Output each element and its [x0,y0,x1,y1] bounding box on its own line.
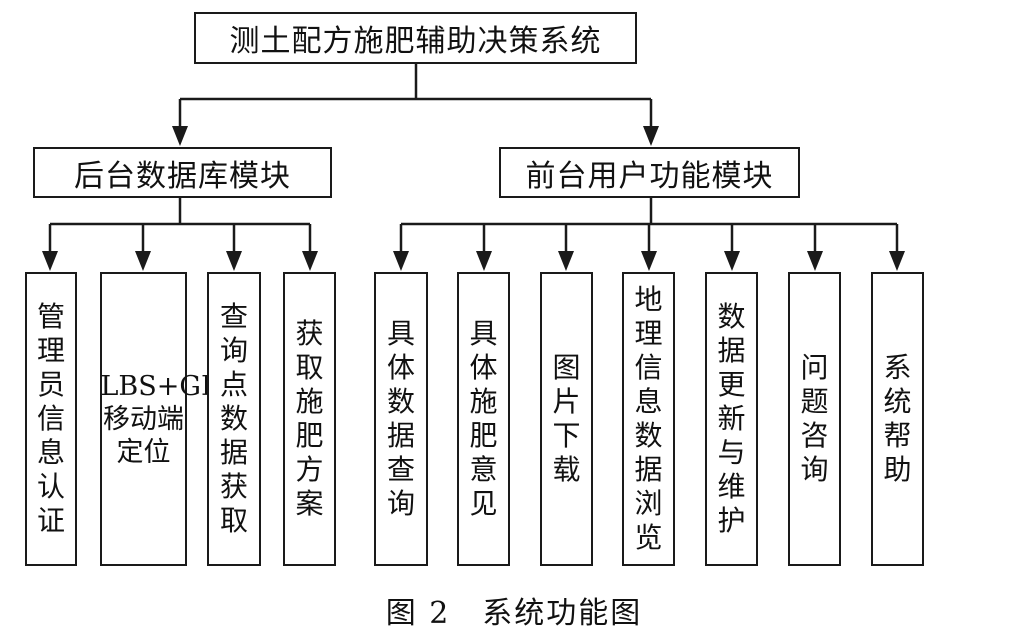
frontend-item-geo-data-browse: 地理信息数据浏览 [622,272,675,566]
backend-item-fertilizer-plan: 获取施肥方案 [283,272,336,566]
figure-caption: 图 2 系统功能图 [385,596,643,631]
frontend-child-5-arrowhead [807,251,823,271]
frontend-item-image-download: 图片下载 [540,272,593,566]
backend-child-1-arrowhead [135,251,151,271]
frontend-module-node: 前台用户功能模块 [499,147,800,198]
backend-item-admin-auth: 管理员信息认证 [25,272,77,566]
frontend-child-0-arrowhead [393,251,409,271]
root-node: 测土配方施肥辅助决策系统 [194,12,637,64]
frontend-item-system-help: 系统帮助 [871,272,924,566]
frontend-child-6-arrowhead [889,251,905,271]
frontend-item-question-consult: 问题咨询 [788,272,841,566]
backend-module-node: 后台数据库模块 [33,147,332,198]
to-backend-arrowhead [172,126,188,146]
frontend-item-fertilizer-advice: 具体施肥意见 [457,272,510,566]
frontend-item-data-query: 具体数据查询 [374,272,428,566]
backend-child-2-arrowhead [226,251,242,271]
backend-item-lbs-gps-location: LBS+GPS移动端定位 [100,272,238,566]
backend-child-3-arrowhead [302,251,318,271]
frontend-child-3-arrowhead [641,251,657,271]
frontend-child-4-arrowhead [724,251,740,271]
frontend-child-1-arrowhead [476,251,492,271]
to-frontend-arrowhead [643,126,659,146]
backend-item-query-point-data: 查询点数据获取 [207,272,261,566]
backend-child-0-arrowhead [42,251,58,271]
frontend-child-2-arrowhead [558,251,574,271]
frontend-item-data-update-maintenance: 数据更新与维护 [705,272,758,566]
